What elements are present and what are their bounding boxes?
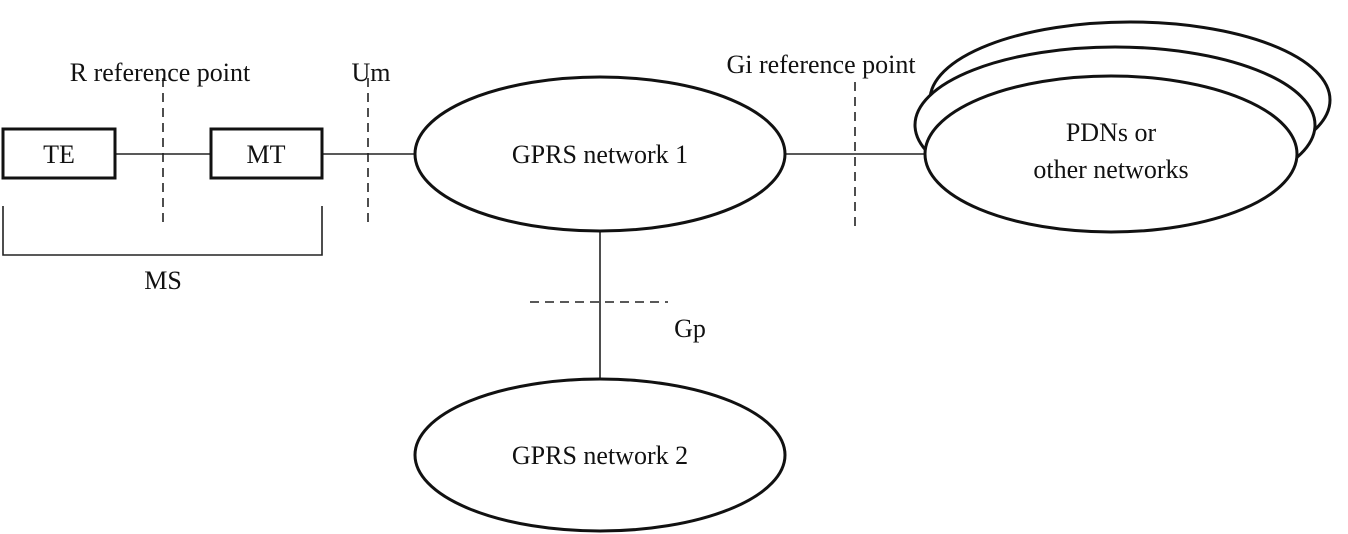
te-label: TE: [43, 140, 75, 169]
gi-reference-label: Gi reference point: [726, 50, 916, 79]
pdns-label-line2: other networks: [1033, 155, 1188, 184]
mt-label: MT: [247, 140, 286, 169]
r-reference-label: R reference point: [70, 58, 251, 87]
pdns-label-line1: PDNs or: [1066, 118, 1157, 147]
gprs-network-2-label: GPRS network 2: [512, 441, 688, 470]
gprs-network-2: [413, 377, 787, 533]
gp-label: Gp: [674, 314, 706, 343]
gprs-network-1-label: GPRS network 1: [512, 140, 688, 169]
um-label: Um: [352, 58, 391, 87]
mt-box: [209, 127, 324, 180]
ms-bracket: [2, 206, 323, 256]
ms-label: MS: [144, 266, 182, 295]
te-box: [1, 127, 117, 180]
gprs-network-1: [413, 75, 787, 233]
pdn-cloud-front: [923, 74, 1299, 234]
